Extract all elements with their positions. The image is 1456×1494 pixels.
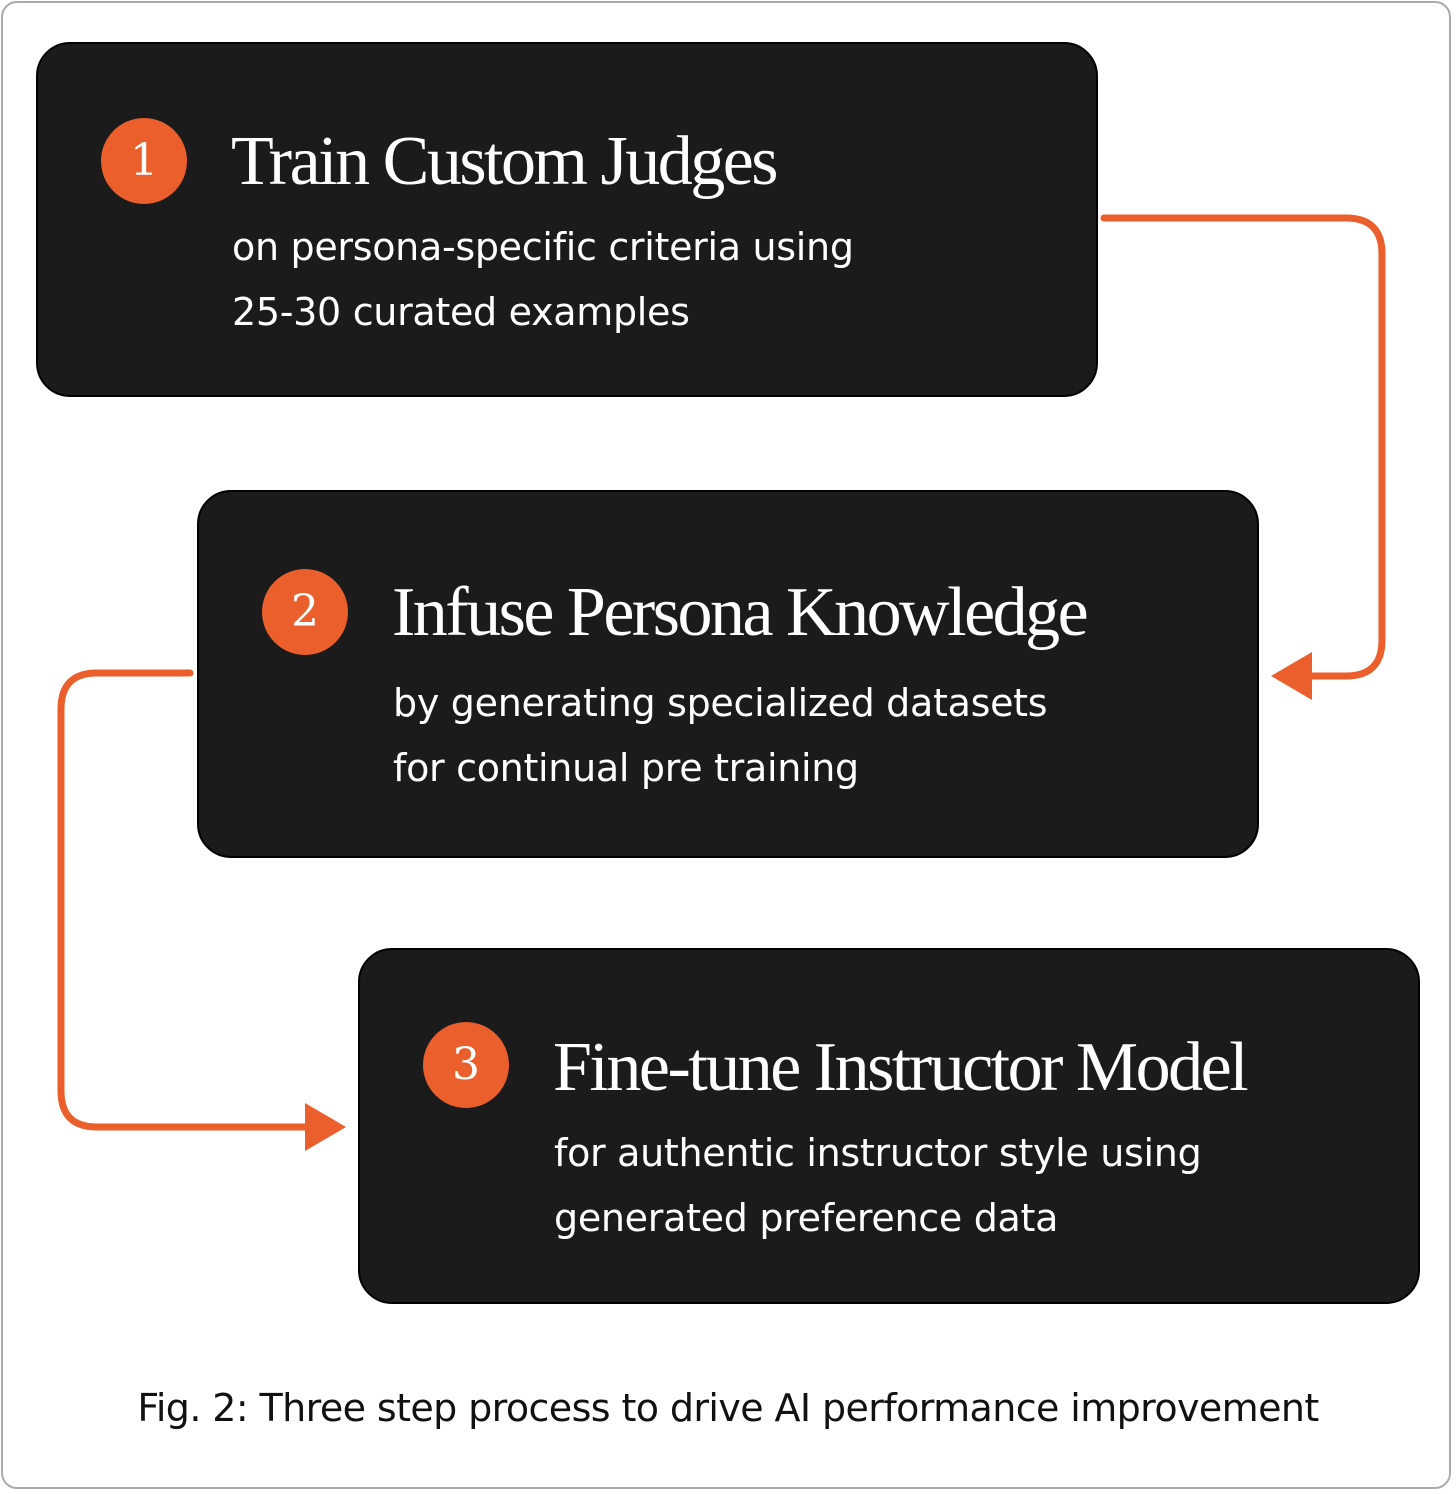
- step-number-badge: 2: [262, 569, 348, 655]
- step-card-2: 2 Infuse Persona Knowledge by generating…: [197, 490, 1259, 858]
- step-description: for authentic instructor style using gen…: [554, 1121, 1202, 1251]
- step-description-line: for continual pre training: [393, 746, 859, 790]
- step-description-line: by generating specialized datasets: [393, 681, 1048, 725]
- step-number-badge: 1: [101, 118, 187, 204]
- step-description: by generating specialized datasets for c…: [393, 671, 1048, 801]
- step-description: on persona-specific criteria using 25-30…: [232, 215, 854, 345]
- step-description-line: on persona-specific criteria using: [232, 225, 854, 269]
- step-description-line: generated preference data: [554, 1196, 1059, 1240]
- step-card-3: 3 Fine-tune Instructor Model for authent…: [358, 948, 1420, 1304]
- step-title: Fine-tune Instructor Model: [553, 1029, 1249, 1106]
- step-title: Infuse Persona Knowledge: [392, 574, 1089, 651]
- step-description-line: for authentic instructor style using: [554, 1131, 1202, 1175]
- step-description-line: 25-30 curated examples: [232, 290, 690, 334]
- step-number-badge: 3: [423, 1022, 509, 1108]
- step-title: Train Custom Judges: [231, 123, 779, 200]
- step-card-1: 1 Train Custom Judges on persona-specifi…: [36, 42, 1098, 397]
- figure-caption: Fig. 2: Three step process to drive AI p…: [137, 1386, 1319, 1430]
